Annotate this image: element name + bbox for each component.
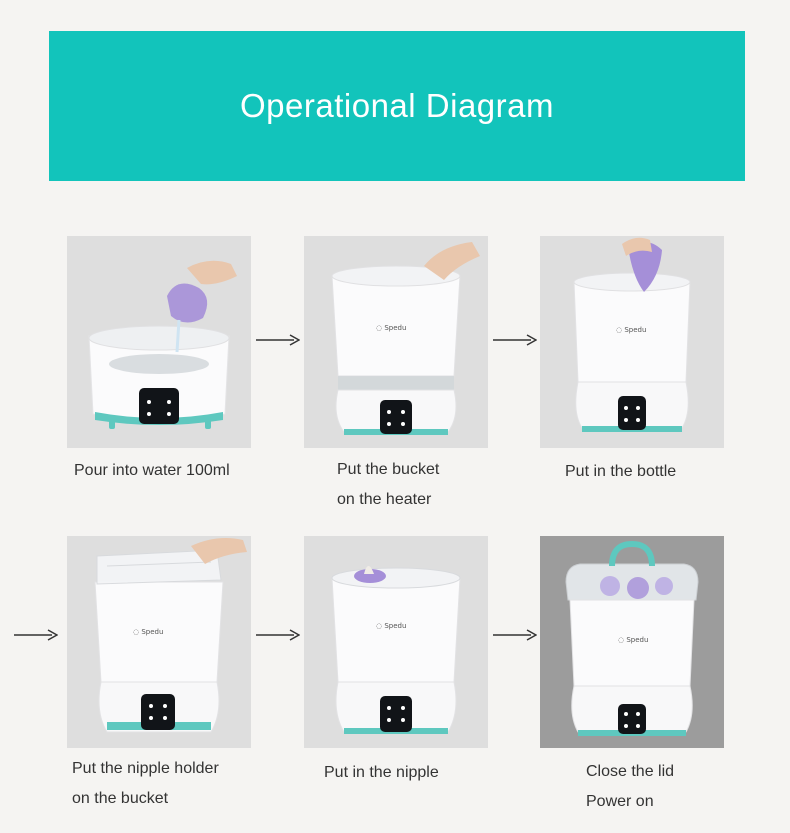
step-4-photo: ◌ Spedu (67, 536, 251, 748)
caption-line: Put the nipple holder (72, 760, 219, 777)
arrow-right-icon (256, 629, 300, 641)
step-1-caption: Pour into water 100ml (74, 456, 230, 486)
title-banner: Operational Diagram (49, 31, 745, 181)
step-4-caption: Put the nipple holder on the bucket (72, 754, 219, 814)
caption-line: Close the lid (586, 763, 675, 780)
caption-line: Put in the nipple (324, 764, 439, 781)
svg-text:◌ Spedu: ◌ Spedu (618, 636, 648, 644)
arrow-right-icon (493, 334, 537, 346)
step-6-photo: ◌ Spedu (540, 536, 724, 748)
step-2-photo: ◌ Spedu (304, 236, 488, 448)
step-6-caption: Close the lid Power on (586, 757, 674, 817)
svg-text:◌ Spedu: ◌ Spedu (376, 622, 406, 630)
arrow-right-icon (493, 629, 537, 641)
caption-line: on the bucket (72, 790, 169, 807)
step-2-caption: Put the bucket on the heater (337, 455, 439, 515)
caption-line: Pour into water 100ml (74, 462, 230, 479)
step-5-caption: Put in the nipple (324, 758, 439, 788)
step-1-photo (67, 236, 251, 448)
arrow-right-icon (14, 629, 58, 641)
caption-line: Power on (586, 793, 654, 810)
step-5-photo: ◌ Spedu (304, 536, 488, 748)
page-title: Operational Diagram (240, 87, 554, 124)
step-3-photo: ◌ Spedu (540, 236, 724, 448)
svg-text:◌ Spedu: ◌ Spedu (133, 628, 163, 636)
svg-text:◌ Spedu: ◌ Spedu (616, 326, 646, 334)
caption-line: Put in the bottle (565, 463, 677, 480)
svg-text:◌ Spedu: ◌ Spedu (376, 324, 406, 332)
arrow-right-icon (256, 334, 300, 346)
caption-line: on the heater (337, 491, 432, 508)
caption-line: Put the bucket (337, 461, 440, 478)
step-3-caption: Put in the bottle (565, 457, 676, 487)
